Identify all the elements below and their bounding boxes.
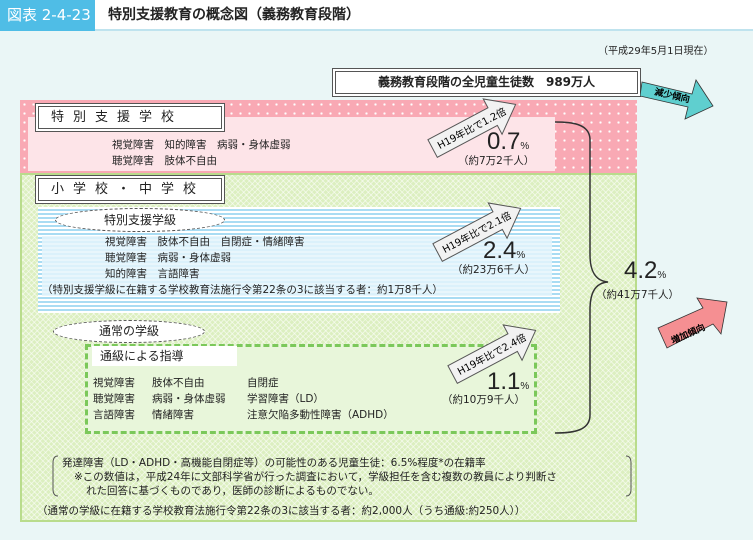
text-line: 発達障害（LD・ADHD・高機能自閉症等）の可能性のある児童生徒：6.5%程度*… xyxy=(62,457,486,469)
text-line: 病弱・身体虚弱 xyxy=(152,393,226,405)
resource-col2: 肢体不自由病弱・身体虚弱情緒障害 xyxy=(152,375,226,423)
resource-room-label: 通級による指導 xyxy=(92,346,237,366)
text-line: 注意欠陥多動性障害（ADHD） xyxy=(247,409,394,421)
special-school-disabilities: 視覚障害 知的障害 病弱・身体虚弱 聴覚障害 肢体不自由 xyxy=(112,137,291,169)
special-class-percent: 2.4% xyxy=(483,237,526,264)
trend-up-arrow: 増加傾向 xyxy=(657,297,728,349)
text-line: 情緒障害 xyxy=(152,409,194,421)
text-line: 視覚障害 肢体不自由 自閉症・情緒障害 xyxy=(105,236,305,248)
footer-note: （通常の学級に在籍する学校教育法施行令第22条の3に該当する者：約2,000人（… xyxy=(37,505,526,517)
text-line: 視覚障害 xyxy=(93,377,135,389)
special-class-label: 特別支援学級 xyxy=(55,208,225,232)
resource-count: （約10万9千人） xyxy=(442,394,526,406)
header-bar xyxy=(0,0,753,31)
special-school-label: 特別支援学校 xyxy=(35,103,225,132)
ratio-arrow-special-school: H19年比で1.2倍 xyxy=(427,98,517,159)
text-line: ※この数値は，平成24年に文部科学省が行った調査において，学級担任を含む複数の教… xyxy=(74,471,557,483)
resource-col1: 視覚障害聴覚障害言語障害 xyxy=(93,375,135,423)
text-line: 知的障害 言語障害 xyxy=(105,268,200,280)
text-line: 言語障害 xyxy=(93,409,135,421)
special-class-note: （特別支援学級に在籍する学校教育法施行令第22条の3に該当する者：約1万8千人） xyxy=(42,284,443,296)
figure-number: 図表 2-4-23 xyxy=(0,0,95,31)
regular-class-label: 通常の学級 xyxy=(53,320,205,343)
text-line: 学習障害（LD） xyxy=(247,393,324,405)
special-class-count: （約23万6千人） xyxy=(452,264,536,276)
dev-note-brackets xyxy=(52,455,632,497)
text-line: 肢体不自由 xyxy=(152,377,205,389)
total-special-count: （約41万7千人） xyxy=(596,289,680,301)
trend-down-arrow: 減少傾向 xyxy=(640,79,714,120)
total-students-box: 義務教育段階の全児童生徒数 989万人 xyxy=(332,68,641,97)
elem-jr-label: 小学校・中学校 xyxy=(35,175,225,204)
text-line: 聴覚障害 病弱・身体虚弱 xyxy=(105,252,231,264)
page-title: 特別支援教育の概念図（義務教育段階） xyxy=(108,7,360,23)
text-line: 聴覚障害 肢体不自由 xyxy=(112,155,217,167)
date-note: （平成29年5月1日現在） xyxy=(598,46,714,57)
brace xyxy=(554,121,609,434)
special-school-percent: 0.7% xyxy=(487,128,530,155)
dev-note: 発達障害（LD・ADHD・高機能自閉症等）の可能性のある児童生徒：6.5%程度*… xyxy=(62,456,557,498)
special-class-disabilities: 視覚障害 肢体不自由 自閉症・情緒障害 聴覚障害 病弱・身体虚弱 知的障害 言語… xyxy=(105,234,305,282)
text-line: れた回答に基づくものであり，医師の診断によるものでない。 xyxy=(86,485,379,497)
text-line: 聴覚障害 xyxy=(93,393,135,405)
resource-col3: 自閉症学習障害（LD） 注意欠陥多動性障害（ADHD） xyxy=(247,375,394,423)
text-line: 視覚障害 知的障害 病弱・身体虚弱 xyxy=(112,139,291,151)
ratio-arrow-resource: H19年比で2.4倍 xyxy=(447,324,537,385)
resource-percent: 1.1% xyxy=(487,368,530,395)
special-school-count: （約7万2千人） xyxy=(458,155,535,167)
ratio-arrow-special-class: H19年比で2.1倍 xyxy=(432,202,522,263)
total-special-percent: 4.2% xyxy=(624,257,667,284)
text-line: 自閉症 xyxy=(247,377,279,389)
